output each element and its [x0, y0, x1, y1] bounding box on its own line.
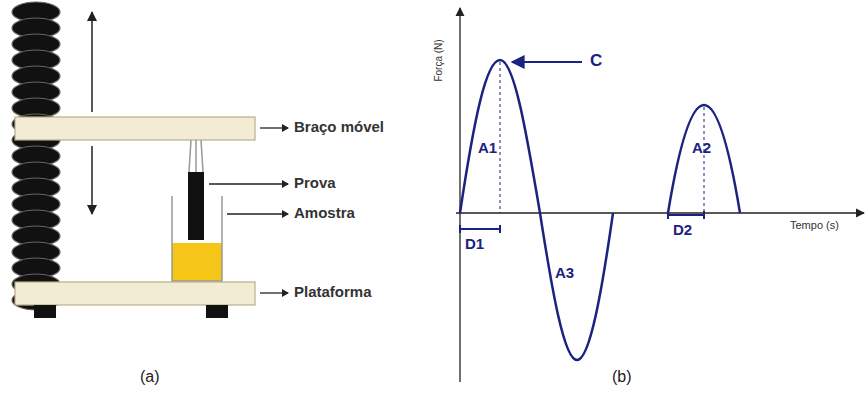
peak-line: [704, 107, 705, 213]
axis-title: Tempo (s): [790, 219, 839, 231]
probe-shaft: [201, 140, 203, 172]
foot: [206, 305, 228, 318]
peak-pointer: [512, 61, 582, 63]
leader-head: [282, 124, 289, 132]
panel-caption: (b): [612, 368, 632, 386]
threaded-column: [12, 2, 60, 310]
leader-line: [227, 213, 288, 214]
part-name: Plataforma: [294, 284, 372, 301]
panel-caption: (a): [140, 368, 160, 386]
duration-label: D1: [465, 236, 484, 253]
probe: [188, 172, 204, 240]
probe-shaft: [189, 140, 191, 172]
leader-line: [209, 183, 288, 184]
sample-cup: [172, 196, 222, 281]
area-label: A3: [555, 265, 574, 282]
duration-label: D2: [673, 222, 692, 239]
area-label: A2: [692, 140, 711, 157]
sample: [172, 243, 222, 281]
motion-arrow: [91, 146, 93, 214]
part-name: Amostra: [294, 205, 355, 222]
force-curve: [460, 60, 613, 360]
foot: [34, 305, 56, 318]
duration-bracket: [460, 225, 500, 233]
platform: [15, 282, 255, 305]
y-axis: [459, 8, 460, 382]
motion-arrow: [91, 12, 93, 112]
axis-title: Força (N): [432, 39, 443, 81]
leader-head: [282, 210, 289, 218]
probe-shaft: [195, 140, 197, 172]
force-curve: [668, 105, 740, 213]
part-name: Prova: [294, 175, 336, 192]
leader-head: [282, 180, 289, 188]
duration-bracket: [668, 211, 704, 219]
part-name: Braço móvel: [294, 119, 384, 136]
area-label: A1: [478, 140, 497, 157]
point-label: C: [590, 52, 602, 71]
x-axis: [456, 212, 864, 213]
leader-head: [282, 289, 289, 297]
peak-line: [500, 62, 501, 213]
moving-arm: [15, 117, 255, 140]
